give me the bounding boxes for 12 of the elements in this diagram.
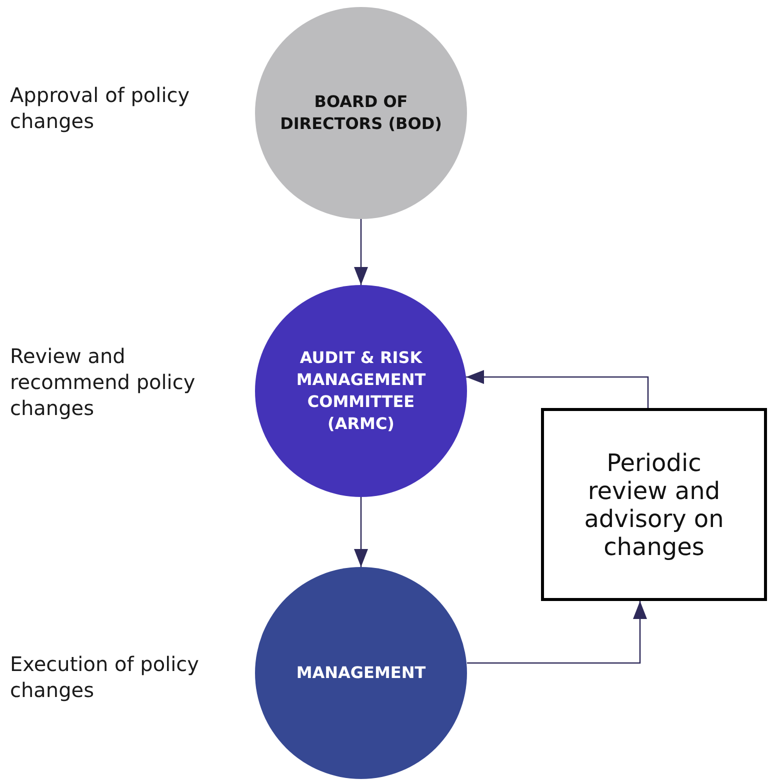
stage-description: Review and recommend policy changes [10, 343, 196, 421]
arrow [466, 370, 649, 408]
node-title: MANAGEMENT [295, 662, 427, 684]
arrow [467, 601, 647, 664]
node-title: AUDIT & RISK MANAGEMENT COMMITTEE (ARMC) [295, 347, 427, 435]
arrow [354, 497, 368, 567]
node-title: BOARD OF DIRECTORS (BOD) [279, 91, 443, 135]
stage-description: Approval of policy changes [10, 82, 191, 134]
process-box [541, 408, 767, 601]
stage-description: Execution of policy changes [10, 651, 200, 703]
box-text: Periodic review and advisory on changes [583, 448, 725, 560]
arrow [354, 219, 368, 285]
